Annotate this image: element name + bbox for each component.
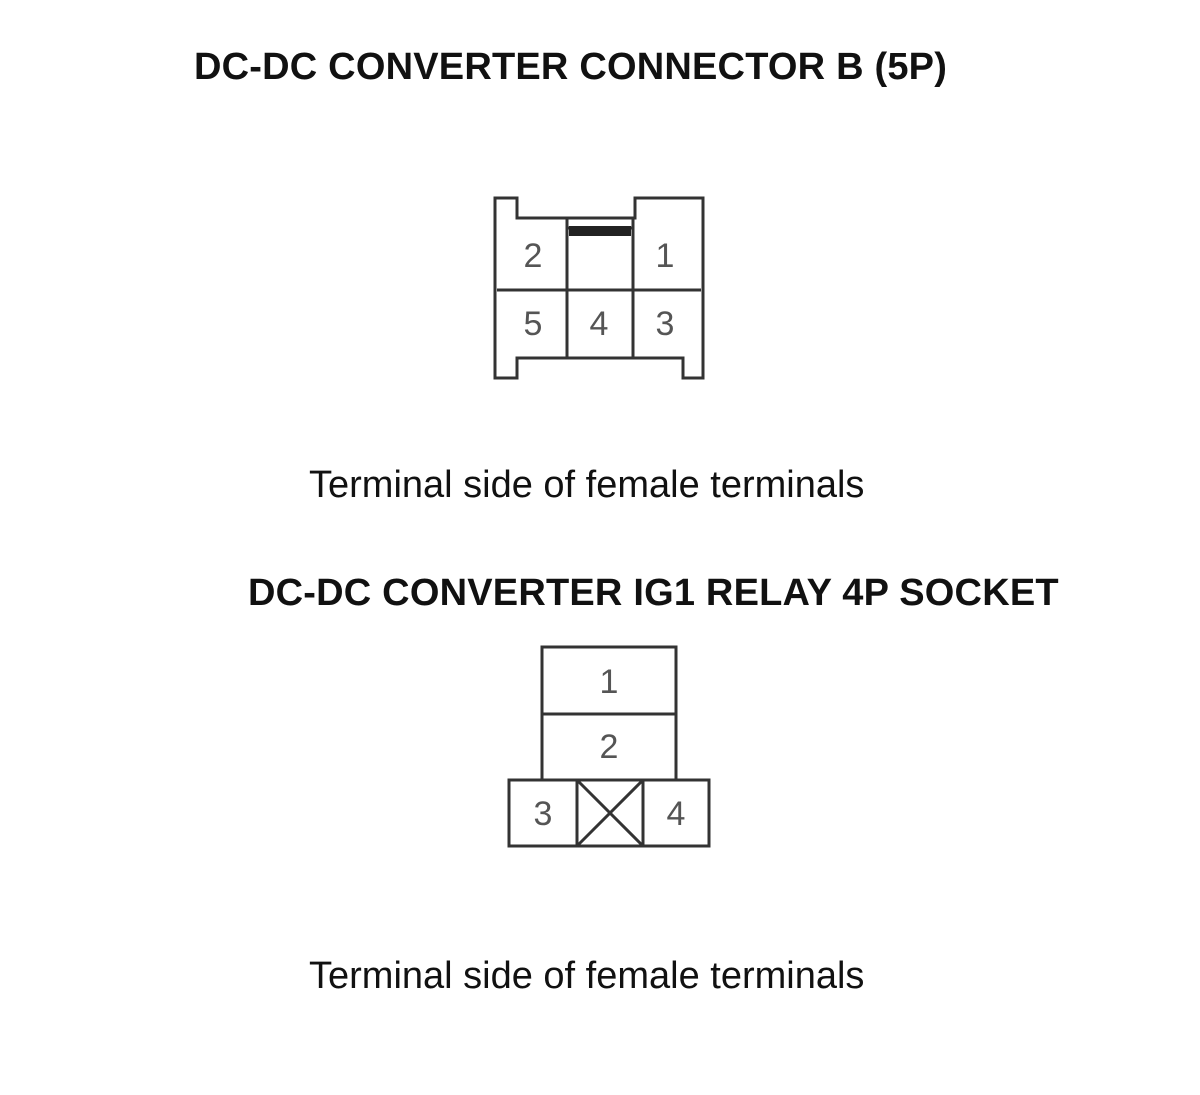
connector-b-pin-3: 3 [656,305,675,343]
connector-b-pin-4: 4 [590,305,609,343]
connector-b-title: DC-DC CONVERTER CONNECTOR B (5P) [194,46,948,88]
relay-socket-title: DC-DC CONVERTER IG1 RELAY 4P SOCKET [248,572,1059,614]
connector-b-diagram: 2 1 5 4 3 [493,196,705,380]
relay-socket-unused-cross-b [575,778,645,848]
connector-b-caption: Terminal side of female terminals [309,464,865,506]
relay-socket-pin-3: 3 [534,795,553,833]
connector-b-pin-1: 1 [656,237,675,275]
relay-socket-diagram: 1 2 3 4 [507,645,711,848]
relay-socket-caption: Terminal side of female terminals [309,955,865,997]
connector-b-pin-5: 5 [524,305,543,343]
relay-socket-pin-4: 4 [667,795,686,833]
relay-socket-bottom-row [507,778,711,848]
relay-socket-pin-2: 2 [600,728,619,766]
connector-b-housing [493,196,705,380]
connector-b-locking-tab [569,226,631,236]
relay-socket-pin-1: 1 [600,663,619,701]
connector-b-pin-2: 2 [524,237,543,275]
connector-b-empty-cavity [565,226,635,290]
